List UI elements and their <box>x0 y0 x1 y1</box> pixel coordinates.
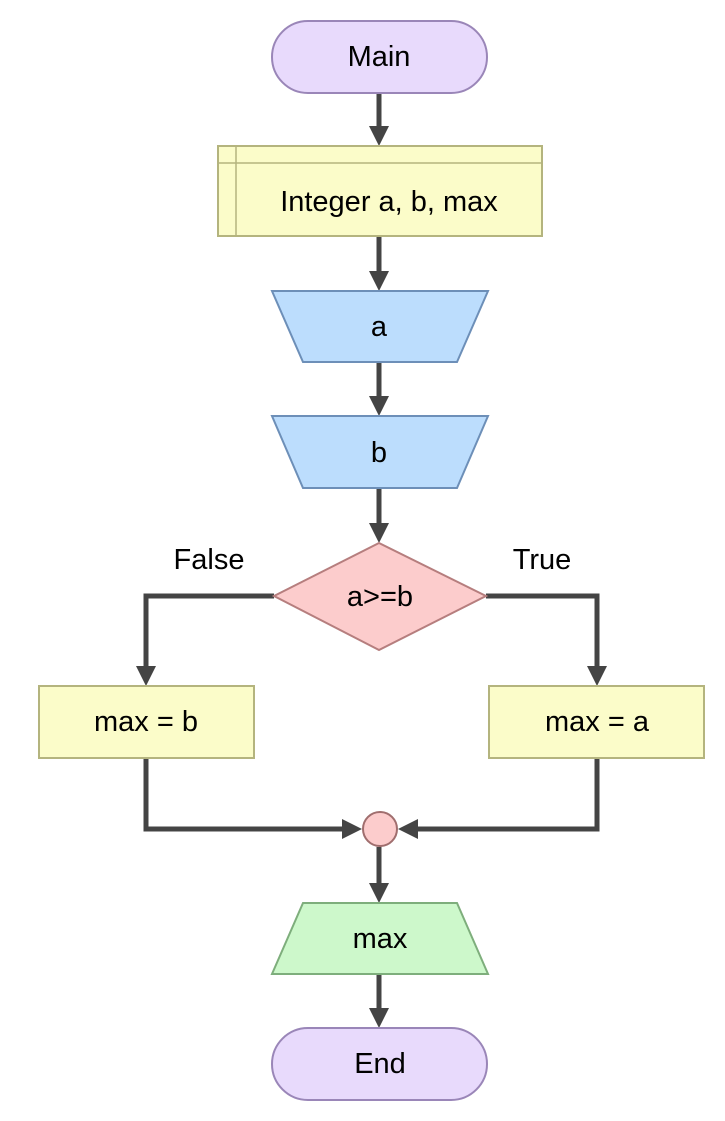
declare-block: Integer a, b, max <box>217 145 543 237</box>
edge-decision-true <box>486 593 600 668</box>
arrow-head-icon <box>369 1008 389 1028</box>
arrow-head-icon <box>136 666 156 686</box>
arrow-head-icon <box>369 883 389 903</box>
output-label: max <box>353 923 408 955</box>
arrow-head-icon <box>369 523 389 543</box>
input-a-block: a <box>270 290 490 363</box>
assign-true-label: max = a <box>545 706 650 738</box>
arrow-head-icon <box>342 819 362 839</box>
edge-false-to-connector <box>143 758 344 832</box>
arrow-head-icon <box>369 126 389 146</box>
input-a-label: a <box>371 311 388 343</box>
start-label: Main <box>348 41 411 73</box>
decision-label: a>=b <box>347 581 413 613</box>
arrow-head-icon <box>369 271 389 291</box>
edge-true-to-connector <box>416 758 600 832</box>
arrow-head-icon <box>587 666 607 686</box>
false-branch-label: False <box>174 544 245 576</box>
true-branch-label: True <box>513 544 572 576</box>
declare-label: Integer a, b, max <box>280 186 498 218</box>
decision-block: a>=b <box>271 541 489 652</box>
assign-false-label: max = b <box>94 706 198 738</box>
input-b-label: b <box>371 437 387 469</box>
output-block: max <box>270 902 490 975</box>
end-terminal: End <box>271 1027 488 1101</box>
start-terminal: Main <box>271 20 488 94</box>
assign-false-block: max = b <box>38 685 255 759</box>
merge-connector <box>362 811 398 847</box>
edge-decision-false <box>143 593 274 668</box>
arrow-head-icon <box>398 819 418 839</box>
edges <box>136 93 607 1028</box>
assign-true-block: max = a <box>488 685 705 759</box>
end-label: End <box>354 1048 406 1080</box>
arrow-head-icon <box>369 396 389 416</box>
input-b-block: b <box>270 415 490 489</box>
